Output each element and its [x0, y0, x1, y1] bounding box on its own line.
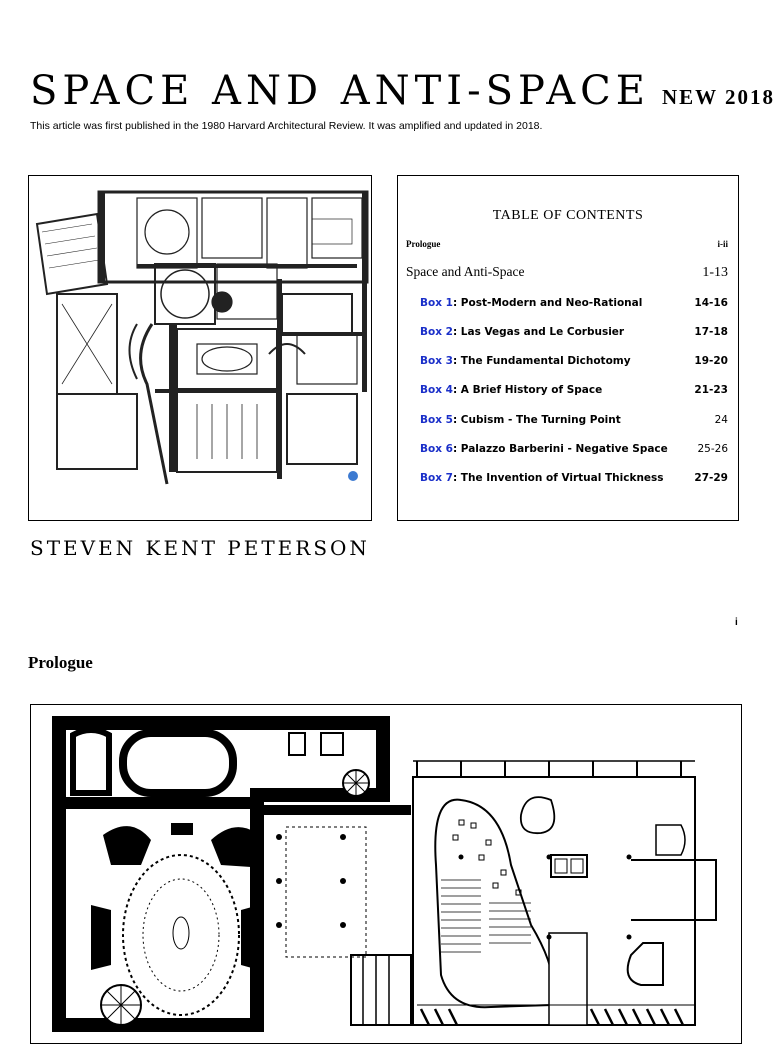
toc-label: Prologue: [406, 239, 441, 249]
toc-page: 25-26: [697, 443, 728, 455]
toc-page: 14-16: [694, 297, 728, 309]
edition-badge: NEW 2018: [661, 85, 775, 109]
toc-row-prologue[interactable]: Prologue i-ii: [406, 239, 728, 249]
box-number-link[interactable]: Box 3: [420, 355, 453, 367]
toc-page: 21-23: [694, 384, 728, 396]
toc-row-box-4[interactable]: Box 4: A Brief History of Space 21-23: [420, 384, 728, 396]
box-title: : Palazzo Barberini - Negative Space: [452, 443, 668, 455]
floor-plan-figure: [28, 175, 372, 521]
toc-row-box-1[interactable]: Box 1: Post-Modern and Neo-Rational 14-1…: [420, 297, 728, 309]
toc-page: 27-29: [694, 472, 728, 484]
box-number-link[interactable]: Box 6: [420, 443, 453, 455]
toc-row-main[interactable]: Space and Anti-Space 1-13: [406, 264, 728, 281]
title-text: SPACE AND ANTI-SPACE: [30, 68, 650, 114]
toc-heading: TABLE OF CONTENTS: [492, 208, 644, 223]
toc-page: 19-20: [694, 355, 728, 367]
publication-note: This article was first published in the …: [30, 120, 543, 132]
box-title: : Las Vegas and Le Corbusier: [452, 326, 625, 338]
toc-row-box-5[interactable]: Box 5: Cubism - The Turning Point 24: [420, 414, 728, 426]
box-title: : Post-Modern and Neo-Rational: [452, 297, 643, 309]
table-of-contents: TABLE OF CONTENTS Prologue i-ii Space an…: [397, 175, 739, 521]
document-title: SPACE AND ANTI-SPACE NEW 2018: [30, 68, 775, 114]
toc-page: i-ii: [717, 239, 729, 249]
box-number-link[interactable]: Box 1: [420, 297, 453, 309]
prologue-figure: [30, 704, 742, 1044]
box-title: : The Invention of Virtual Thickness: [452, 472, 664, 484]
toc-row-box-2[interactable]: Box 2: Las Vegas and Le Corbusier 17-18: [420, 326, 728, 338]
box-number-link[interactable]: Box 2: [420, 326, 453, 338]
box-title: : A Brief History of Space: [452, 384, 603, 396]
comparison-floor-plans: [52, 716, 717, 1032]
toc-row-box-6[interactable]: Box 6: Palazzo Barberini - Negative Spac…: [420, 443, 728, 455]
author-name: STEVEN KENT PETERSON: [30, 536, 370, 560]
toc-page: 24: [714, 414, 728, 426]
page-number: i: [735, 617, 738, 628]
zoom-icon: [348, 471, 358, 481]
toc-page: 1-13: [702, 265, 728, 280]
box-number-link[interactable]: Box 4: [420, 384, 453, 396]
toc-row-box-3[interactable]: Box 3: The Fundamental Dichotomy 19-20: [420, 355, 728, 367]
baroque-plan: [52, 716, 412, 1032]
toc-page: 17-18: [694, 326, 728, 338]
palazzo-floor-plan: [35, 190, 369, 485]
section-heading: Prologue: [28, 653, 93, 672]
box-title: : Cubism - The Turning Point: [452, 414, 621, 426]
box-number-link[interactable]: Box 7: [420, 472, 453, 484]
toc-row-box-7[interactable]: Box 7: The Invention of Virtual Thicknes…: [420, 472, 728, 484]
box-number-link[interactable]: Box 5: [420, 414, 453, 426]
toc-label: Space and Anti-Space: [406, 264, 525, 279]
box-title: : The Fundamental Dichotomy: [452, 355, 631, 367]
modernist-plan: [412, 760, 717, 1026]
